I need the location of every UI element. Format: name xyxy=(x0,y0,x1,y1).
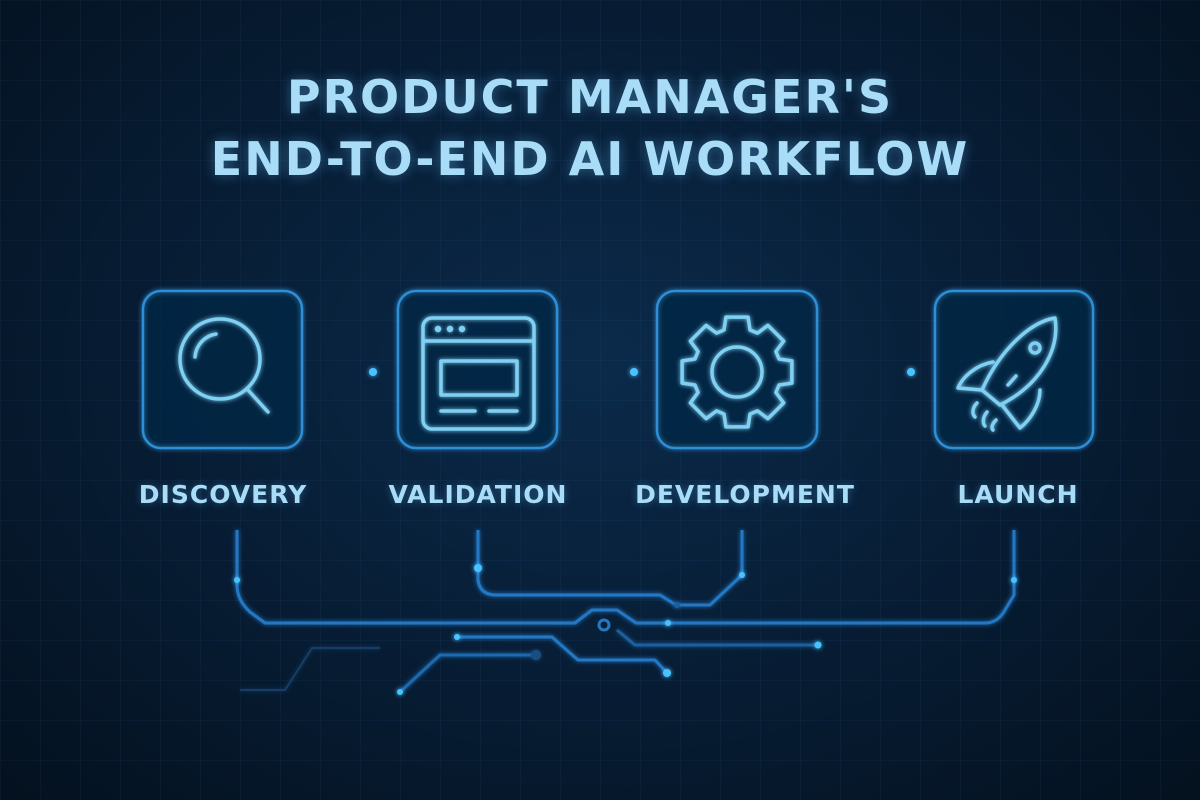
connector-dot xyxy=(630,368,638,376)
circuit-trace xyxy=(616,628,818,647)
circuit-node xyxy=(474,564,482,572)
circuit-node xyxy=(1011,577,1017,583)
step-label-discovery: DISCOVERY xyxy=(138,480,308,509)
circuit-hub-ring xyxy=(597,618,611,632)
circuit-node xyxy=(454,634,460,640)
step-label-development: DEVELOPMENT xyxy=(635,480,855,509)
discovery-box xyxy=(141,289,304,450)
circuit-trace xyxy=(455,635,669,675)
circuit-trace xyxy=(398,653,536,694)
circuit-node-dim xyxy=(531,650,541,660)
magnifying-glass-icon xyxy=(178,317,270,414)
circuit-trace-faint xyxy=(240,647,380,691)
gear-icon xyxy=(680,315,794,429)
circuit-node xyxy=(397,689,403,695)
title-line-2: END-TO-END AI WORKFLOW xyxy=(210,132,970,186)
circuit-node xyxy=(814,641,822,649)
step-label-validation: VALIDATION xyxy=(388,480,568,509)
circuit-node xyxy=(739,572,745,578)
connector-dot xyxy=(907,368,915,376)
step-label-launch: LAUNCH xyxy=(957,480,1079,509)
circuit-node-dim xyxy=(674,602,680,608)
connector-dot xyxy=(369,368,377,376)
circuit-trace xyxy=(235,530,1016,625)
launch-box xyxy=(933,289,1095,450)
title-line-1: PRODUCT MANAGER'S xyxy=(286,70,894,124)
circuit-trace xyxy=(476,530,744,607)
circuit-node xyxy=(665,620,671,626)
circuit-node xyxy=(663,669,671,677)
rocket-icon xyxy=(956,316,1058,432)
browser-window-icon xyxy=(421,316,536,431)
circuit-node xyxy=(234,577,240,583)
